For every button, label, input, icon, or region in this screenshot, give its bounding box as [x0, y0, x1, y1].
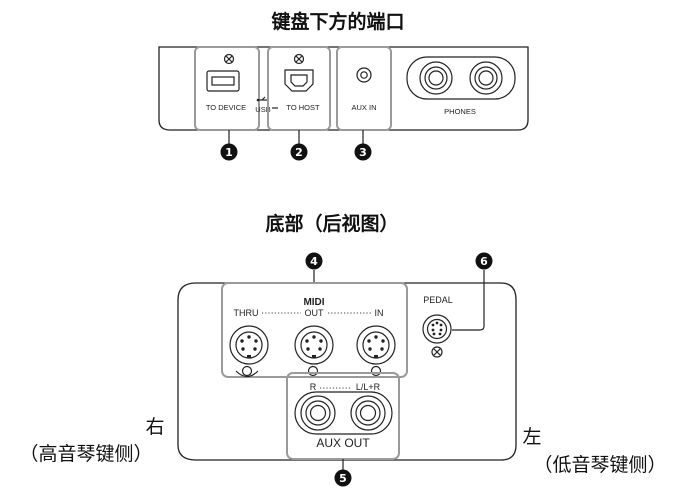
usb-label: USB — [255, 105, 270, 114]
to-host-label: TO HOST — [286, 103, 320, 112]
aux-out-label: AUX OUT — [316, 436, 370, 450]
aux-in-jack: AUX IN — [336, 46, 392, 131]
aux-in-label: AUX IN — [351, 103, 376, 112]
midi-group-frame — [221, 282, 408, 378]
screw-icon — [293, 53, 305, 65]
svg-text:3: 3 — [359, 146, 367, 159]
callout-1: 1 — [220, 143, 238, 161]
svg-text:1: 1 — [225, 146, 233, 159]
callout-2: 2 — [290, 143, 308, 161]
right-side-caption: （高音琴键侧） — [19, 443, 152, 465]
svg-text:4: 4 — [310, 255, 318, 268]
usb-symbol-icon — [256, 96, 268, 102]
top-panel — [158, 46, 529, 131]
top-section-title: 键盘下方的端口 — [270, 10, 404, 33]
callout-6: 6 — [475, 252, 493, 270]
svg-text:5: 5 — [339, 472, 347, 485]
phones-label: PHONES — [444, 107, 476, 116]
midi-out-connector — [294, 325, 334, 377]
bottom-panel — [177, 282, 517, 461]
aux-out-r-label: R — [310, 382, 317, 392]
midi-heading: MIDI — [303, 297, 324, 308]
usb-to-device-port: TO DEVICE — [194, 46, 260, 131]
aux-out-jacks — [294, 391, 393, 435]
callout-3: 3 — [354, 143, 372, 161]
left-side-label: 左 — [522, 426, 541, 448]
midi-in-label: IN — [375, 308, 384, 318]
phones-jacks: PHONES — [406, 56, 516, 116]
to-device-label: TO DEVICE — [206, 103, 246, 112]
svg-text:2: 2 — [295, 146, 303, 159]
callout-4: 4 — [305, 252, 323, 270]
midi-thru-connector — [229, 325, 269, 378]
screw-icon — [223, 53, 235, 65]
screw-icon — [431, 346, 443, 358]
aux-out-l-label: L/L+R — [356, 382, 381, 392]
pedal-connector — [422, 314, 452, 358]
midi-in-connector — [356, 325, 396, 377]
midi-thru-label: THRU — [234, 308, 259, 318]
bottom-section-title: 底部（后视图） — [265, 212, 398, 235]
callout-5: 5 — [334, 469, 352, 487]
midi-out-label: OUT — [305, 308, 325, 318]
pedal-label: PEDAL — [423, 295, 453, 305]
left-side-caption: （低音琴键侧） — [533, 454, 666, 476]
svg-text:6: 6 — [480, 255, 488, 268]
right-side-label: 右 — [145, 416, 164, 438]
